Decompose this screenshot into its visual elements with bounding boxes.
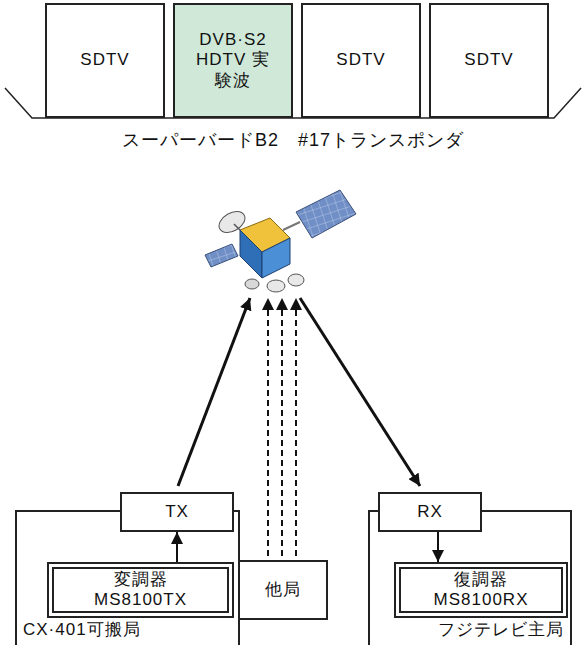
station-box: CX·401可搬局TX変調器MS8100TX (15, 510, 240, 645)
modulator-box: 変調器MS8100TX (47, 562, 234, 618)
station-label: フジテレビ主局 (438, 618, 564, 641)
node-text: DVB·S2 HDTV 実験波 (191, 30, 275, 91)
node-text: TX (165, 502, 189, 522)
station-box: 他局 (238, 560, 328, 620)
node-text: MS8100TX (94, 590, 187, 610)
signal-arrow (176, 532, 178, 562)
satellite (205, 190, 356, 292)
signal-arrow (437, 532, 439, 562)
band-caption: スーパーバードB2 #17トランスポンダ (0, 128, 586, 152)
node-text: 変調器 (114, 570, 168, 590)
node-text: SDTV (80, 50, 129, 70)
node-text: SDTV (336, 50, 385, 70)
station-label: CX·401可搬局 (23, 618, 141, 641)
node-text: 復調器 (454, 570, 508, 590)
sdtv-slot: SDTV (301, 3, 421, 118)
sdtv-slot: SDTV (45, 3, 165, 118)
node-text: SDTV (464, 50, 513, 70)
sdtv-slot: SDTV (429, 3, 549, 118)
node-text: MS8100RX (434, 590, 529, 610)
node-text: RX (417, 502, 443, 522)
station-box: フジテレビ主局RX復調器MS8100RX (368, 510, 572, 645)
tx-box: TX (120, 492, 234, 532)
node-text: 他局 (265, 580, 301, 600)
hdtv-slot: DVB·S2 HDTV 実験波 (173, 3, 293, 118)
rx-box: RX (378, 492, 482, 532)
demodulator-box: 復調器MS8100RX (394, 562, 568, 618)
